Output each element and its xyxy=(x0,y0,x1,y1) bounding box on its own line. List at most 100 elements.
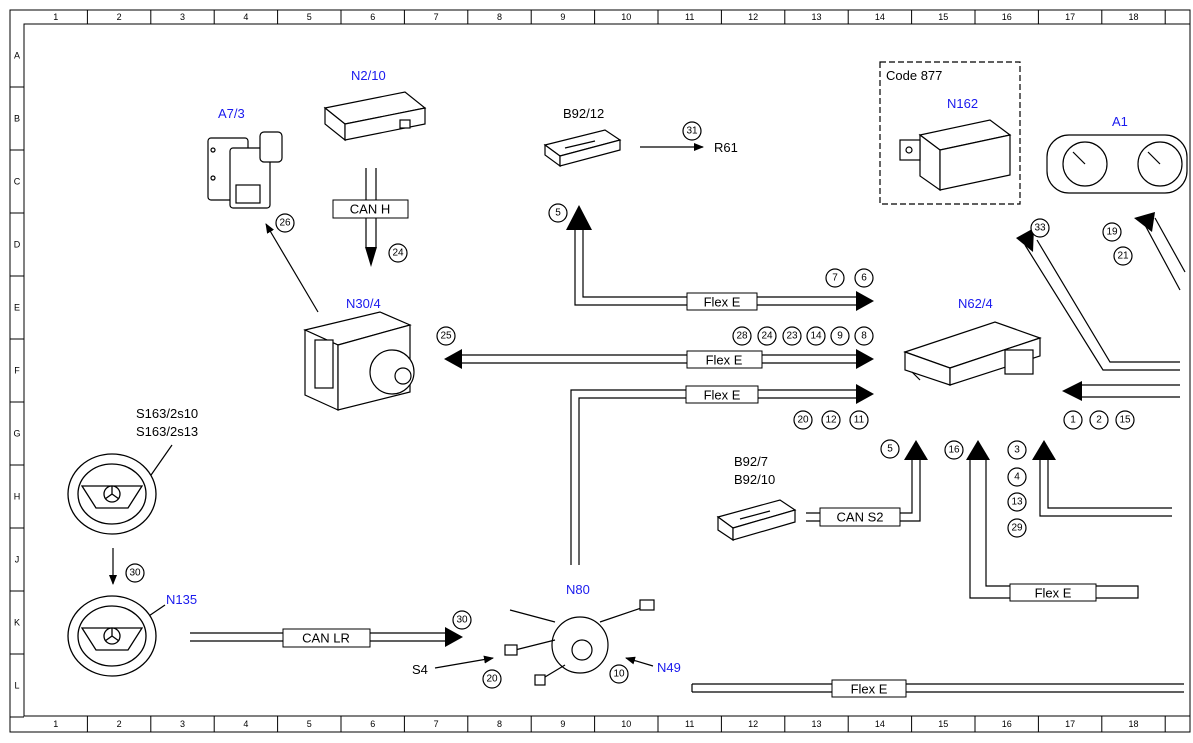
callout-circle xyxy=(944,440,964,460)
callout-number: 10 xyxy=(613,669,625,680)
row-label: G xyxy=(13,429,20,439)
callout-circle xyxy=(452,610,472,630)
label-s163-2s13: S163/2s13 xyxy=(136,424,198,439)
can-h-label: CAN H xyxy=(350,202,390,217)
column-label: 1 xyxy=(53,719,58,729)
column-label: 13 xyxy=(811,12,821,22)
callout-number: 3 xyxy=(1014,445,1020,456)
column-label: 11 xyxy=(685,12,694,22)
label-b92-12: B92/12 xyxy=(563,106,604,121)
callout-number: 7 xyxy=(832,273,838,284)
a1-component xyxy=(1046,134,1188,194)
n80-component xyxy=(504,599,655,686)
column-label: 15 xyxy=(938,12,948,22)
callout-circle xyxy=(1113,246,1133,266)
label-s4: S4 xyxy=(412,662,428,677)
callout-number: 23 xyxy=(786,331,798,342)
label-a1: A1 xyxy=(1112,114,1128,129)
callout-number: 33 xyxy=(1034,223,1046,234)
row-label: L xyxy=(14,681,19,691)
callout-number: 20 xyxy=(486,674,498,685)
n2-10-component xyxy=(323,91,427,142)
callout-number: 1 xyxy=(1070,415,1076,426)
callout-circle xyxy=(1007,492,1027,512)
column-label: 10 xyxy=(621,12,631,22)
callout-number: 30 xyxy=(456,615,468,626)
n62-4-component xyxy=(903,321,1042,386)
column-label: 9 xyxy=(560,12,565,22)
column-label: 5 xyxy=(307,719,312,729)
label-n162: N162 xyxy=(947,96,978,111)
column-label: 6 xyxy=(370,12,375,22)
column-label: 2 xyxy=(117,12,122,22)
label-code-877: Code 877 xyxy=(886,68,942,83)
row-label: D xyxy=(14,240,21,250)
callout-number: 14 xyxy=(810,331,822,342)
callout-number: 13 xyxy=(1011,497,1023,508)
callout-number: 26 xyxy=(279,218,291,229)
column-label: 6 xyxy=(370,719,375,729)
label-r61: R61 xyxy=(714,140,738,155)
flex-e-top-label: Flex E xyxy=(704,295,741,310)
label-s163-2s10: S163/2s10 xyxy=(136,406,198,421)
wires xyxy=(190,168,1186,693)
callout-circle xyxy=(548,203,568,223)
callout-number: 24 xyxy=(761,331,773,342)
callout-circle xyxy=(1089,410,1109,430)
callout-number: 19 xyxy=(1106,227,1118,238)
row-label: C xyxy=(14,177,21,187)
callout-circle xyxy=(388,243,408,263)
column-label: 12 xyxy=(748,12,758,22)
callout-number: 12 xyxy=(825,415,837,426)
callout-number: 5 xyxy=(887,444,893,455)
callout-circle xyxy=(825,268,845,288)
can-s2-label: CAN S2 xyxy=(837,510,884,525)
callout-number: 21 xyxy=(1117,251,1129,262)
callout-circle xyxy=(125,563,145,583)
flex-e-n62-label: Flex E xyxy=(1035,586,1072,601)
callout-number: 2 xyxy=(1096,415,1102,426)
callout-circle xyxy=(482,669,502,689)
column-label: 2 xyxy=(117,719,122,729)
callout-number: 16 xyxy=(948,445,960,456)
column-label: 18 xyxy=(1128,12,1138,22)
callout-circle xyxy=(854,268,874,288)
label-n30-4: N30/4 xyxy=(346,296,381,311)
callout-number: 9 xyxy=(837,331,843,342)
column-label: 10 xyxy=(621,719,631,729)
column-labels: 1122334455667788991010111112121313141415… xyxy=(53,12,1138,729)
a7-3-component xyxy=(207,131,283,209)
steering-wheel-upper xyxy=(67,453,157,535)
column-label: 17 xyxy=(1065,12,1075,22)
n162-component xyxy=(899,119,1012,192)
callout-number: 8 xyxy=(861,331,867,342)
callout-number: 28 xyxy=(736,331,748,342)
label-n135: N135 xyxy=(166,592,197,607)
b92-12-component xyxy=(543,129,622,168)
can-lr-label: CAN LR xyxy=(302,631,350,646)
callout-number: 25 xyxy=(440,331,452,342)
callout-number: 31 xyxy=(686,126,698,137)
callout-number: 6 xyxy=(861,273,867,284)
column-label: 3 xyxy=(180,12,185,22)
column-label: 8 xyxy=(497,12,502,22)
column-label: 16 xyxy=(1002,719,1012,729)
column-label: 1 xyxy=(53,12,58,22)
thin-arrows xyxy=(109,143,704,669)
arrow-heads xyxy=(365,205,1155,647)
bus-label-boxes xyxy=(282,199,1097,698)
column-label: 14 xyxy=(875,12,885,22)
callout-circle xyxy=(682,121,702,141)
column-label: 12 xyxy=(748,719,758,729)
callout-circle xyxy=(1007,518,1027,538)
row-label: E xyxy=(14,303,20,313)
callout-circle xyxy=(757,326,777,346)
callout-circle xyxy=(782,326,802,346)
callout-circle xyxy=(849,410,869,430)
column-label: 15 xyxy=(938,719,948,729)
column-label: 5 xyxy=(307,12,312,22)
column-label: 11 xyxy=(685,719,694,729)
column-label: 4 xyxy=(243,719,248,729)
